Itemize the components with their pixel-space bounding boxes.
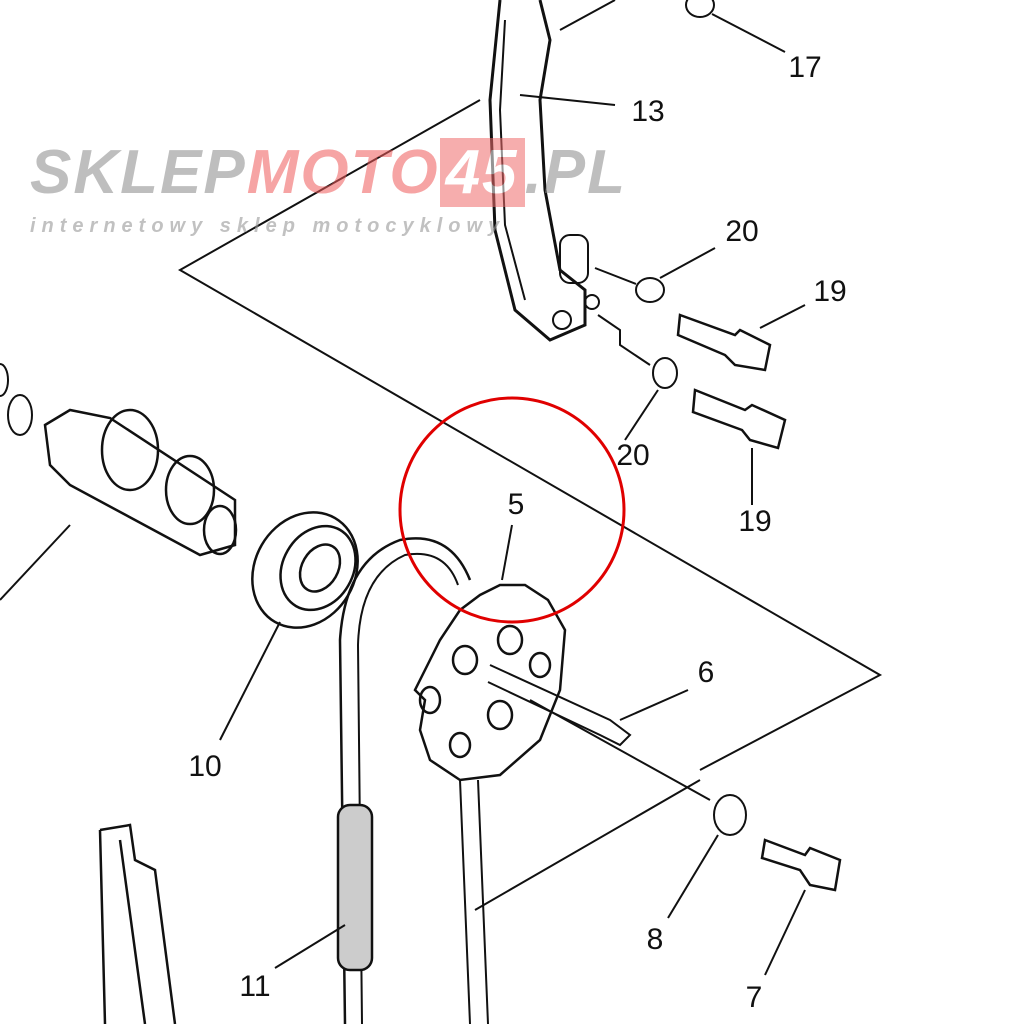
bolt-19-lower: [691, 388, 787, 450]
watermark-part: .PL: [524, 138, 627, 207]
highlight-circle: [398, 396, 626, 624]
callout-label: 6: [697, 656, 715, 689]
bolt-7: [760, 838, 842, 892]
watermark-tagline: internetowy sklep motocyklowy: [30, 215, 506, 237]
callout-label: 11: [239, 970, 271, 1003]
callout-label: 7: [745, 981, 763, 1014]
callout-label: 13: [631, 95, 665, 128]
bolt-19-upper: [676, 313, 772, 372]
callout-label: 19: [738, 505, 772, 538]
watermark-part: SKLEP: [30, 138, 247, 207]
callout-label: 17: [788, 51, 822, 84]
callout-label: 5: [507, 488, 525, 521]
washer-8: [713, 794, 747, 836]
washer-20-upper: [635, 277, 665, 303]
callout-label: 10: [188, 750, 222, 783]
chain-links: [336, 803, 374, 972]
bearing-10: [251, 511, 359, 629]
callout-label: 20: [616, 439, 650, 472]
head-outline: [177, 99, 883, 771]
chain-guide-lower: [98, 823, 177, 1024]
watermark-part: MOTO: [246, 138, 440, 207]
camshaft: [43, 408, 238, 557]
bolt-17: [685, 0, 715, 18]
watermark-brand: SKLEPMOTO45.PL: [30, 138, 627, 208]
chain-guide-13: [488, 0, 587, 342]
timing-chain-11: [338, 537, 472, 1024]
pin-6: [487, 664, 632, 747]
sprocket-5: [413, 583, 567, 782]
callout-label: 19: [813, 275, 847, 308]
guide-boss: [559, 234, 589, 284]
oring: [7, 394, 33, 436]
callout-label: 8: [646, 923, 664, 956]
leader-line: [474, 779, 701, 911]
callout-label: 20: [725, 215, 759, 248]
washer-20-lower: [652, 357, 678, 389]
watermark-part: 45: [439, 138, 525, 207]
